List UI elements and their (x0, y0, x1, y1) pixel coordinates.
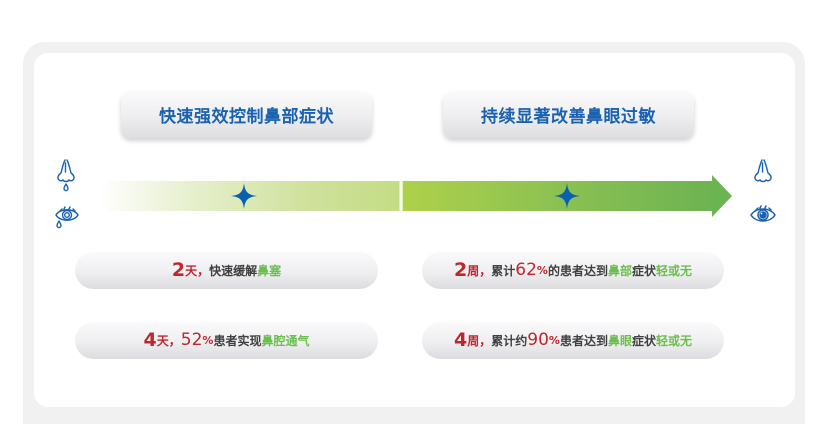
nose-icon (752, 158, 774, 188)
runny-nose-icon (55, 158, 77, 192)
result-highlight: 鼻眼 (607, 334, 632, 348)
result-text-post: 症状 (631, 264, 656, 278)
result-percent-number: 62 (515, 260, 537, 280)
result-highlight-severity: 轻或无 (655, 334, 692, 348)
header-fast-control-label: 快速强效控制鼻部症状 (159, 107, 334, 127)
result-highlight: 鼻部 (607, 264, 632, 278)
result-text-mid: 的患者达到 (547, 264, 608, 278)
result-highlight: 鼻腔通气 (261, 334, 310, 348)
result-text-pre: 累计 (491, 264, 516, 278)
arrowhead-icon (712, 175, 732, 217)
star-icon (554, 183, 580, 209)
header-sustained-improvement: 持续显著改善鼻眼过敏 (443, 91, 694, 138)
result-text-pre: 累计约 (491, 334, 528, 348)
result-number: 4 (143, 329, 157, 351)
result-text: 患者实现 (213, 334, 262, 348)
result-percent-number: 52 (180, 330, 203, 350)
header-sustained-improvement-label: 持续显著改善鼻眼过敏 (481, 107, 656, 127)
result-text-post: 症状 (631, 334, 656, 348)
star-icon (231, 183, 257, 209)
result-separator: ， (168, 334, 181, 348)
result-highlight-severity: 轻或无 (655, 264, 692, 278)
result-text-mid: 患者达到 (559, 334, 608, 348)
result-separator: ， (479, 264, 492, 278)
result-unit: 周 (467, 334, 480, 348)
result-text: 快速缓解 (209, 264, 258, 278)
result-unit: 周 (467, 264, 480, 278)
result-number: 2 (171, 259, 186, 281)
timeline-divider (399, 181, 403, 211)
result-percent-sign: % (536, 264, 548, 277)
result-percent-number: 90 (527, 330, 549, 350)
result-separator: ， (197, 264, 210, 278)
timeline-arrow (98, 175, 732, 217)
result-percent-sign: % (202, 334, 214, 347)
result-separator: ， (479, 334, 492, 348)
teary-eye-icon (54, 204, 80, 232)
result-percent-sign: % (548, 334, 560, 347)
eye-icon (749, 204, 777, 226)
result-unit: 天 (185, 264, 198, 278)
result-number: 2 (453, 259, 468, 281)
result-number: 4 (453, 329, 468, 351)
header-fast-control: 快速强效控制鼻部症状 (121, 91, 372, 138)
result-unit: 天 (156, 334, 169, 348)
result-highlight: 鼻塞 (257, 264, 282, 278)
